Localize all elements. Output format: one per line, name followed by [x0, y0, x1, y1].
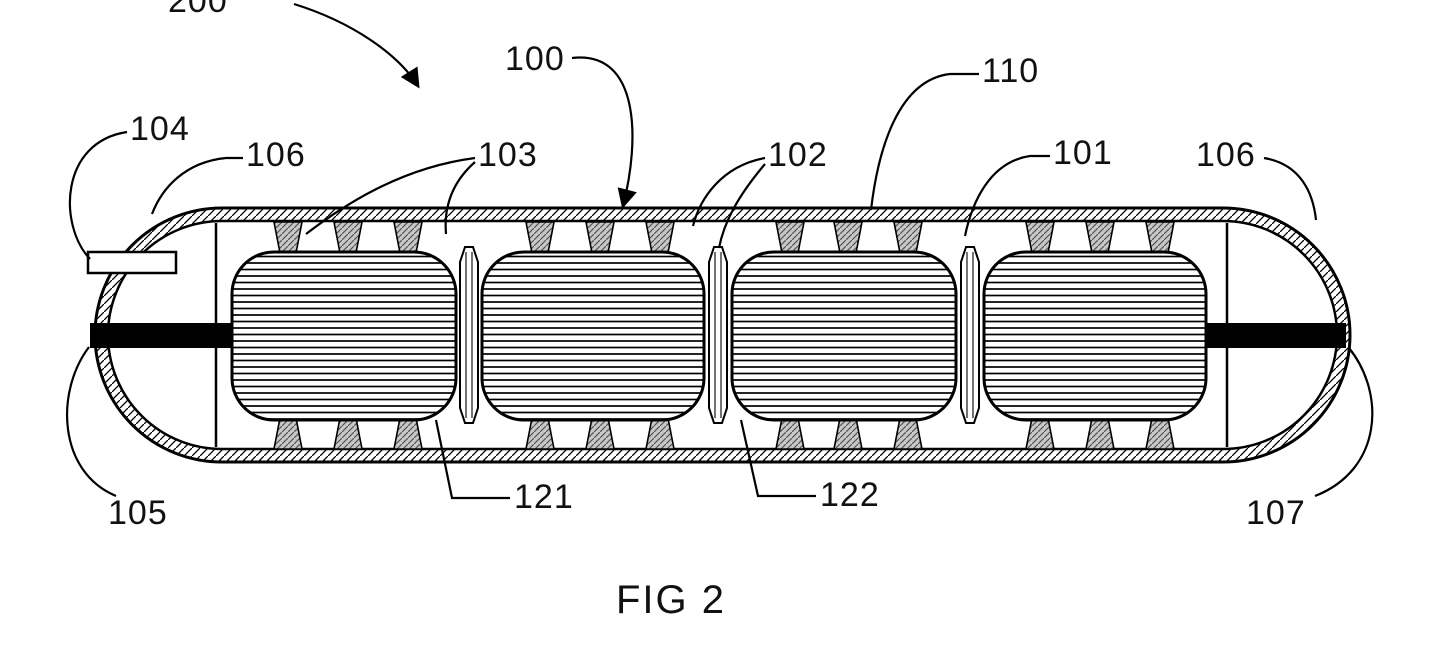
end-shafts: [90, 323, 1346, 348]
cell-spacers: [459, 246, 980, 424]
left-protrusion-tab: [86, 250, 178, 275]
ref-label-106-right: 106: [1196, 136, 1256, 174]
ref-label-103: 103: [478, 136, 538, 174]
spacer-1: [459, 246, 479, 424]
cell-stack: [230, 250, 1208, 422]
leader-lines: [66, 2, 1374, 500]
ref-label-107: 107: [1246, 494, 1306, 532]
ref-label-104: 104: [130, 110, 190, 148]
spacer-3: [960, 246, 980, 424]
left-shaft: [90, 323, 233, 348]
leader-105: [66, 346, 117, 498]
leader-200: [293, 2, 420, 89]
support-tabs-top: [273, 221, 1175, 254]
leader-102-b: [717, 163, 766, 249]
leader-107: [1314, 347, 1374, 498]
support-tabs-bottom: [273, 417, 1175, 450]
cell-1: [230, 250, 458, 422]
ref-label-105: 105: [108, 494, 168, 532]
ref-label-102: 102: [768, 136, 828, 174]
leader-103-a: [305, 156, 476, 235]
cell-4: [982, 250, 1208, 422]
leader-106-left: [150, 156, 243, 215]
leader-106-right: [1263, 156, 1318, 221]
ref-label-100: 100: [505, 40, 565, 78]
ref-label-101: 101: [1053, 134, 1113, 172]
leader-104: [68, 130, 128, 260]
leader-122: [739, 419, 816, 498]
ref-label-200: 200: [168, 0, 228, 20]
leader-103-b: [444, 161, 476, 235]
ref-label-122: 122: [820, 476, 880, 514]
cell-3: [730, 250, 958, 422]
spacer-2: [708, 246, 728, 424]
right-shaft: [1206, 323, 1346, 348]
ref-label-121: 121: [514, 478, 574, 516]
cell-2: [480, 250, 706, 422]
ref-label-106-left: 106: [246, 136, 306, 174]
leader-121: [434, 419, 510, 500]
leader-101: [963, 154, 1050, 237]
leader-110: [869, 72, 979, 211]
ref-label-110: 110: [982, 52, 1040, 90]
leader-102-a: [691, 156, 766, 227]
figure-caption: FIG 2: [616, 578, 727, 622]
leader-100: [571, 56, 637, 209]
